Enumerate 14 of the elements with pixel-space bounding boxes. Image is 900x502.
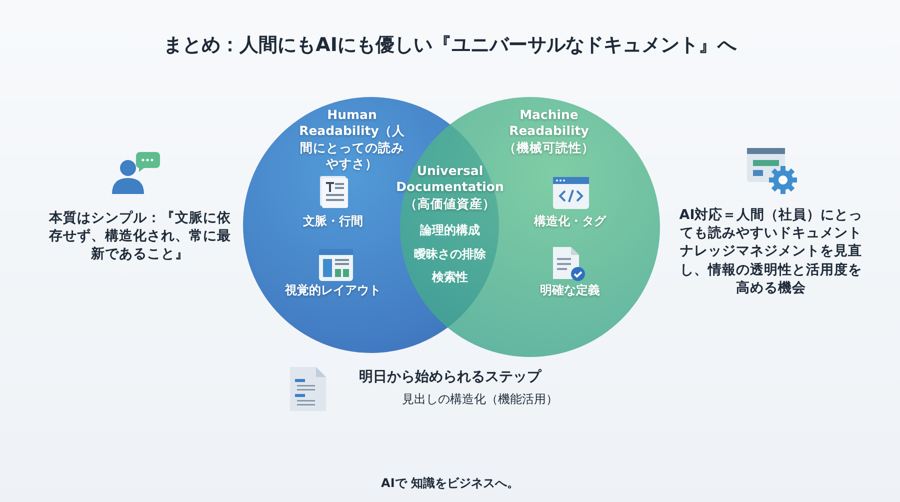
center-item: 検索性 [430, 269, 469, 286]
center-item: 論理的構成 [418, 222, 481, 239]
feature-label: 構造化・タグ [532, 214, 608, 230]
circle-heading: Machine Readability（機械可読性） [502, 107, 596, 156]
title: まとめ：人間にもAIにも優しい『ユニバーサルなドキュメント』へ [162, 33, 738, 58]
feature-label: 視覚的レイアウト [284, 283, 382, 299]
step-text: 見出しの構造化（機能活用） [401, 391, 559, 408]
summary-text: 本質はシンプル：『文脈に依存せず、構造化され、常に最新であること』 [48, 209, 232, 264]
summary-text: AI対応＝人間（社員）にとっても読みやすいドキュメントナレッジマネジメントを見直し、情報の透明性と活用度を高める機会 [678, 206, 864, 298]
center-item: 曖昧さの排除 [413, 246, 487, 263]
feature-label: 文脈・行間 [302, 214, 364, 230]
feature-label: 明確な定義 [539, 283, 601, 299]
tagline: AIで 知識をビジネスへ。 [380, 475, 520, 492]
step-heading: 明日から始められるステップ [358, 368, 543, 386]
